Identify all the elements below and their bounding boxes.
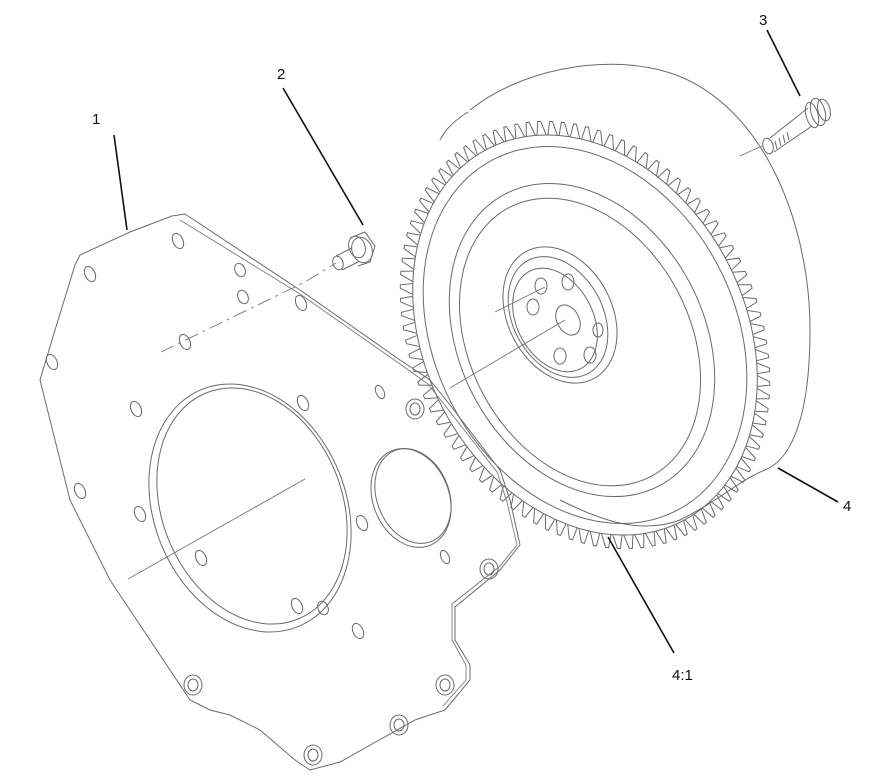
assembly-axis-lines (127, 145, 763, 580)
callout-3: 3 (759, 12, 768, 29)
flywheel-hub (502, 246, 618, 384)
flywheel-bolt (762, 97, 831, 155)
plate-dowel-bosses (183, 398, 499, 766)
callout-1: 1 (92, 111, 101, 128)
adapter-plate (39, 213, 521, 771)
callout-4-1: 4:1 (672, 667, 693, 684)
plate-bolt-holes (45, 232, 451, 640)
flywheel (412, 63, 811, 536)
plug-screw (332, 231, 376, 271)
ring-gear (399, 120, 771, 550)
callout-2: 2 (277, 66, 286, 83)
ring-gear-teeth (399, 120, 771, 550)
callout-4: 4 (843, 498, 852, 515)
leader-lines (113, 29, 839, 654)
